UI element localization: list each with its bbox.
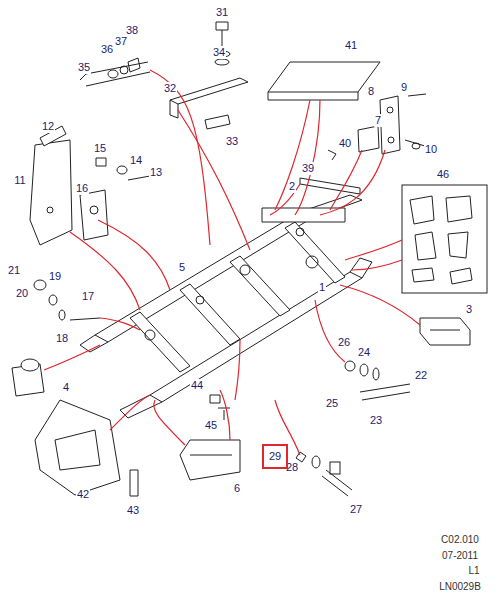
callout-number: 20 bbox=[15, 287, 29, 300]
callout-number: 2 bbox=[288, 180, 296, 193]
callout-number: 41 bbox=[344, 39, 358, 52]
callout-number: 17 bbox=[81, 290, 95, 303]
drawing-reference: L1 bbox=[467, 565, 480, 577]
drawing-reference: 07-2011 bbox=[441, 550, 479, 562]
callout-number: 29 bbox=[264, 450, 286, 463]
callout-number: 23 bbox=[369, 414, 383, 427]
callout-number: 42 bbox=[76, 488, 90, 501]
callout-number: 16 bbox=[75, 182, 89, 195]
callout-number: 8 bbox=[367, 85, 375, 98]
callout-number: 34 bbox=[212, 46, 226, 59]
callout-number: 37 bbox=[114, 35, 128, 48]
callout-number: 44 bbox=[190, 379, 204, 392]
callout-number: 35 bbox=[77, 61, 91, 74]
callout-number: 4 bbox=[62, 381, 70, 394]
callout-number: 14 bbox=[129, 154, 143, 167]
callout-number: 21 bbox=[7, 264, 21, 277]
callout-number: 24 bbox=[357, 346, 371, 359]
callout-number: 36 bbox=[100, 43, 114, 56]
callout-number: 7 bbox=[374, 114, 382, 127]
leader-lines bbox=[44, 70, 420, 455]
callout-number: 46 bbox=[436, 168, 450, 181]
callout-number: 1 bbox=[318, 281, 326, 294]
callout-number: 39 bbox=[301, 162, 315, 175]
callout-number: 25 bbox=[325, 397, 339, 410]
callout-number: 22 bbox=[414, 369, 428, 382]
callout-number: 31 bbox=[215, 6, 229, 19]
callout-number: 40 bbox=[338, 137, 352, 150]
callout-number: 13 bbox=[149, 166, 163, 179]
callout-number: 43 bbox=[126, 504, 140, 517]
callout-number: 19 bbox=[48, 270, 62, 283]
drawing-reference: C02.010 bbox=[440, 534, 480, 546]
callout-number: 10 bbox=[424, 143, 438, 156]
parts bbox=[12, 22, 487, 496]
callout-number: 11 bbox=[13, 174, 26, 187]
callout-number: 5 bbox=[178, 261, 186, 274]
callout-number: 15 bbox=[93, 142, 107, 155]
callout-number: 18 bbox=[55, 332, 69, 345]
callout-number: 33 bbox=[225, 135, 239, 148]
callout-number: 9 bbox=[400, 81, 408, 94]
highlight-box: 29 bbox=[262, 444, 288, 469]
callout-number: 45 bbox=[204, 419, 218, 432]
callout-number: 12 bbox=[41, 120, 55, 133]
callout-number: 26 bbox=[337, 336, 351, 349]
callout-number: 27 bbox=[349, 503, 363, 516]
callout-number: 3 bbox=[465, 303, 473, 316]
callout-number: 6 bbox=[233, 482, 241, 495]
drawing-reference: LN0029B bbox=[438, 581, 482, 593]
callout-number: 32 bbox=[163, 82, 177, 95]
